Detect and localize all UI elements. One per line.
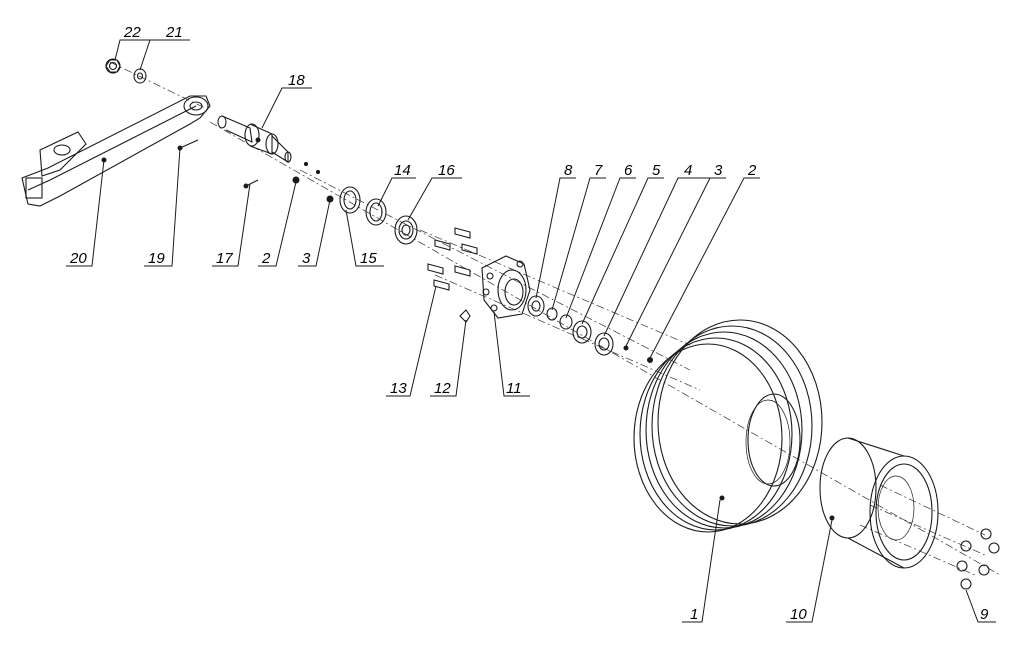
hub-bolt-parts	[427, 227, 478, 291]
callout-1: 1	[690, 606, 698, 623]
callout-21: 21	[165, 24, 183, 41]
callout-leaders	[66, 39, 996, 623]
callout-3-lower: 3	[302, 250, 311, 267]
callout-3-upper: 3	[714, 162, 723, 179]
inner-bearing-part	[394, 215, 418, 245]
callout-2-upper: 2	[747, 162, 757, 179]
pin-parts	[177, 139, 259, 189]
callout-15: 15	[360, 250, 377, 267]
callout-20: 20	[69, 250, 87, 267]
callout-5: 5	[652, 162, 661, 179]
callout-10: 10	[790, 606, 807, 623]
top-nut-part	[105, 58, 121, 74]
callout-2-lower: 2	[261, 250, 271, 267]
inner-seal-part	[339, 186, 361, 214]
callout-labels: 22 21 18 14 16 8 7 6 5 4 3 2 20 19 17 2 …	[69, 24, 989, 623]
callout-11: 11	[506, 380, 522, 397]
callout-4: 4	[684, 162, 692, 179]
callout-7: 7	[594, 162, 603, 179]
rim-part	[819, 437, 939, 569]
callout-12: 12	[434, 380, 451, 397]
callout-19: 19	[148, 250, 165, 267]
callout-14: 14	[394, 162, 411, 179]
top-washer-part	[133, 68, 147, 84]
shaft-fasteners	[292, 161, 334, 203]
wheel-hub-part	[481, 255, 531, 319]
callout-18: 18	[288, 72, 305, 89]
wheel-nut-parts	[956, 528, 1000, 590]
axle-shaft-part	[217, 115, 292, 163]
callout-17: 17	[216, 250, 233, 267]
callout-6: 6	[624, 162, 633, 179]
callout-22: 22	[123, 24, 141, 41]
callout-8: 8	[564, 162, 573, 179]
callout-16: 16	[438, 162, 455, 179]
inner-ring-part	[365, 198, 387, 226]
outer-bearing-stack	[527, 295, 653, 363]
callout-13: 13	[390, 380, 407, 397]
callout-9: 9	[980, 606, 989, 623]
frame-arm-part	[21, 95, 211, 207]
grease-nipple-part	[459, 309, 471, 323]
tyre-part	[633, 319, 823, 533]
